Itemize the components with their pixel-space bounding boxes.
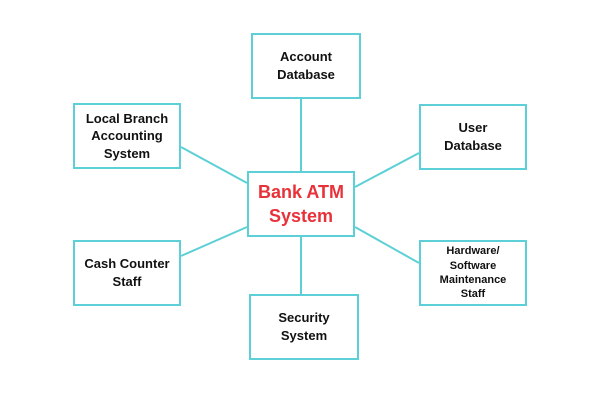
node-local-branch-accounting-system: Local Branch Accounting System bbox=[73, 103, 181, 169]
node-cash-counter-staff: Cash Counter Staff bbox=[73, 240, 181, 306]
node-bank-atm-system: Bank ATM System bbox=[247, 171, 355, 237]
node-hardware-software-maintenance-staff: Hardware/ Software Maintenance Staff bbox=[419, 240, 527, 306]
connector-user-database bbox=[354, 152, 420, 188]
node-security-system: Security System bbox=[249, 294, 359, 360]
connector-hardware-software-maintenance-staff bbox=[354, 226, 420, 264]
connector-local-branch-accounting-system bbox=[180, 146, 248, 184]
node-account-database: Account Database bbox=[251, 33, 361, 99]
connector-cash-counter-staff bbox=[180, 226, 248, 257]
node-user-database: User Database bbox=[419, 104, 527, 170]
